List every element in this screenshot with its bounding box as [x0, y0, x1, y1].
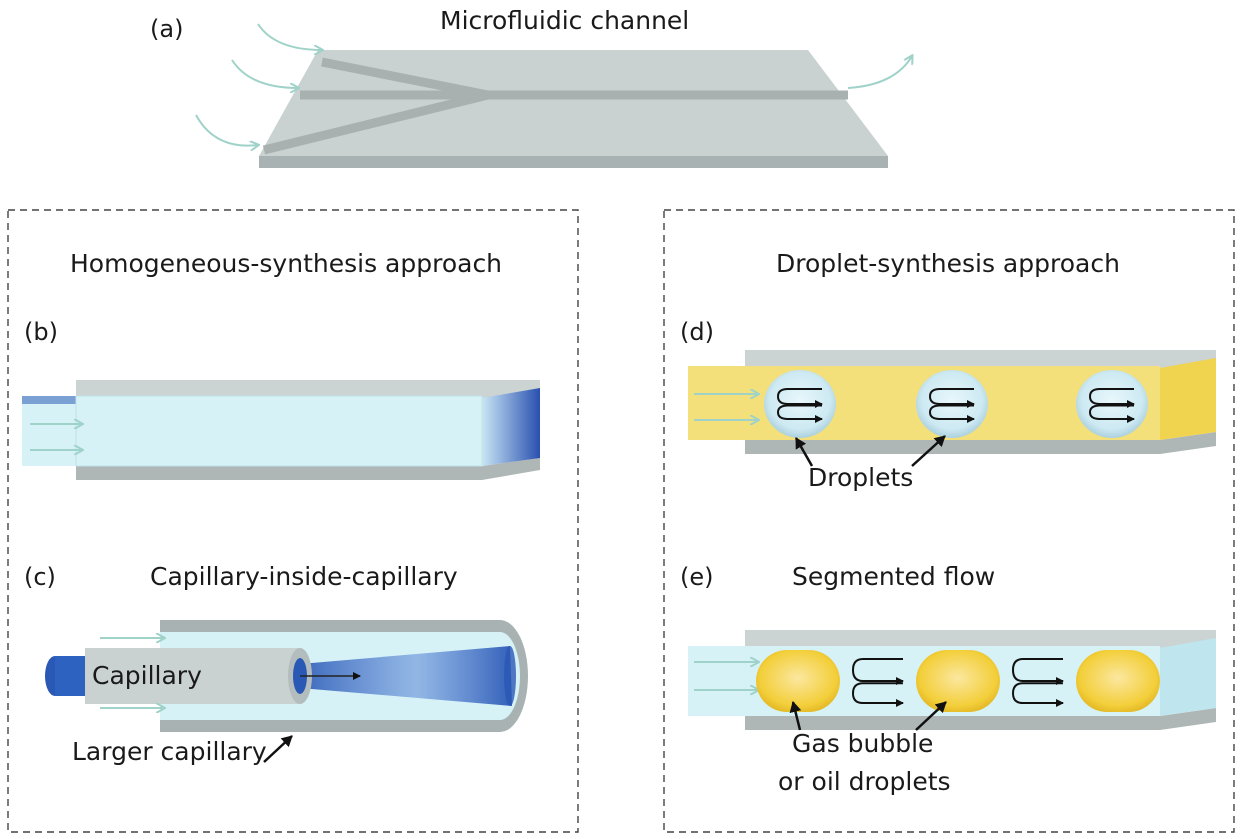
- larger-capillary-label: Larger capillary: [72, 737, 267, 766]
- panel-e-letter: (e): [680, 563, 714, 591]
- panel-d-letter: (d): [680, 318, 714, 346]
- droplets-pointer-2: [911, 435, 946, 467]
- right-box: Droplet-synthesis approach (d) Droplets …: [663, 209, 1235, 833]
- droplet-layer: [764, 370, 1148, 438]
- right-dashed-border: [663, 209, 1235, 833]
- capillary-assembly: Capillary: [45, 620, 528, 732]
- left-heading: Homogeneous-synthesis approach: [70, 249, 502, 278]
- recirculation-icon: [928, 388, 975, 423]
- gas-bubble-label-line1: Gas bubble: [792, 729, 933, 758]
- gas-bubble-label-line2: or oil droplets: [778, 767, 951, 796]
- gas-bubble: [916, 650, 1000, 712]
- left-box: Homogeneous-synthesis approach (b) (c) C…: [7, 209, 579, 833]
- panel-d-channel: [688, 350, 1216, 454]
- panel-a-title: Microfluidic channel: [440, 6, 689, 35]
- left-dashed-border: [7, 209, 579, 833]
- recirculation-icon: [1088, 388, 1135, 423]
- recirculation-icon: [851, 658, 904, 707]
- gas-bubble: [1076, 650, 1160, 712]
- panel-b-channel: [22, 380, 540, 480]
- droplets-label: Droplets: [808, 463, 913, 492]
- panel-b-letter: (b): [24, 318, 58, 346]
- panel-e-channel: [688, 630, 1216, 730]
- panel-a-letter: (a): [150, 15, 183, 43]
- panel-a: (a) Microfluidic channel: [150, 6, 912, 168]
- droplets-pointer-1: [794, 437, 814, 467]
- panel-c-title: Capillary-inside-capillary: [150, 562, 458, 591]
- focused-jet: [300, 646, 512, 706]
- right-heading: Droplet-synthesis approach: [776, 249, 1120, 278]
- gas-bubble: [756, 650, 840, 712]
- flow-arrows: [195, 23, 912, 146]
- bubble-layer: [756, 650, 1160, 712]
- chip-edge: [259, 156, 888, 168]
- y-channels: [262, 57, 848, 155]
- bubble-pointer-2: [915, 701, 947, 731]
- panel-c-letter: (c): [24, 563, 56, 591]
- recirculation-icon: [776, 388, 823, 423]
- panel-e-title: Segmented flow: [792, 562, 995, 591]
- capillary-label: Capillary: [92, 661, 202, 690]
- recirculation-icon: [1011, 658, 1064, 707]
- inner-capillary: [85, 648, 300, 704]
- larger-capillary-pointer: [263, 735, 293, 763]
- bubble-pointer-1: [789, 701, 802, 731]
